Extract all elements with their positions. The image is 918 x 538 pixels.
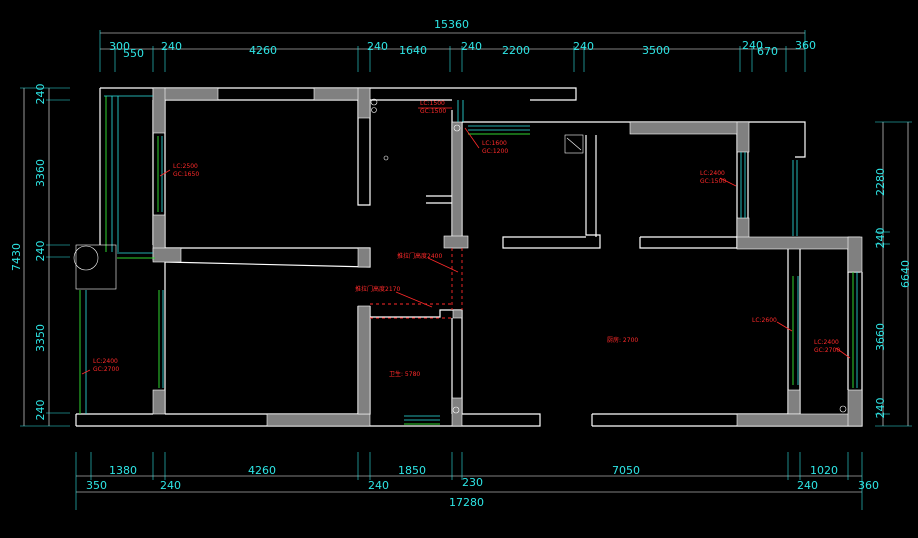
left-dim-3: 240 xyxy=(34,241,47,262)
top-dim-12: 670 xyxy=(757,45,778,58)
bottom-dim-11: 360 xyxy=(858,479,879,492)
door-dashes xyxy=(81,107,851,375)
window-label-2: LC:1500 xyxy=(420,100,445,107)
bottom-dim-6: 350 xyxy=(86,479,107,492)
right-dimension-chain: 2280 240 3660 240 6640 xyxy=(874,121,912,427)
right-dim-2: 240 xyxy=(874,228,887,249)
bottom-dim-3: 1850 xyxy=(398,464,426,477)
door-label-1: 推拉门高度2400 xyxy=(397,252,442,260)
top-dim-2: 550 xyxy=(123,47,144,60)
window-label-6: LC:2400 xyxy=(814,339,839,346)
fixtures xyxy=(370,98,847,414)
window-label-3: LC:1600 xyxy=(482,140,507,147)
top-dimension-chain: 15360 300 550 240 4260 240 1640 240 2200… xyxy=(99,18,816,72)
bottom-dim-2: 4260 xyxy=(248,464,276,477)
window-label-4b: GC:1500 xyxy=(700,178,726,185)
window-label-4: LC:2400 xyxy=(700,170,725,177)
bottom-dim-4: 7050 xyxy=(612,464,640,477)
left-dimension-chain: 240 3360 240 3350 240 7430 xyxy=(10,84,70,427)
top-dim-13: 360 xyxy=(795,39,816,52)
window-label-1b: GC:1650 xyxy=(173,171,199,178)
columns xyxy=(152,87,863,427)
top-dim-10: 3500 xyxy=(642,44,670,57)
left-dim-1: 240 xyxy=(34,84,47,105)
door-label-2: 推拉门高度2170 xyxy=(355,285,400,293)
top-dim-11: 240 xyxy=(742,39,763,52)
top-dim-5: 240 xyxy=(367,40,388,53)
top-total-dim: 15360 xyxy=(434,18,469,31)
window-label-3b: GC:1200 xyxy=(482,148,508,155)
bottom-dim-10: 240 xyxy=(797,479,818,492)
window-label-5: LC:2400 xyxy=(93,358,118,365)
bottom-dim-8: 240 xyxy=(368,479,389,492)
window-label-7: LC:2600 xyxy=(752,317,777,324)
left-dim-5: 240 xyxy=(34,400,47,421)
right-total-dim: 6640 xyxy=(899,260,912,288)
bottom-dim-9: 230 xyxy=(462,476,483,489)
hall-label: 厨房: 2700 xyxy=(607,336,638,344)
right-dim-3: 3660 xyxy=(874,323,887,351)
left-dim-4: 3350 xyxy=(34,324,47,352)
annotations: LC:2500 GC:1650 LC:1500 GC:1500 LC:1600 … xyxy=(93,100,840,378)
windows xyxy=(73,95,858,425)
right-dim-4: 240 xyxy=(874,398,887,419)
left-dim-2: 3360 xyxy=(34,159,47,187)
bottom-dimension-chain: 1380 4260 1850 7050 1020 350 240 240 230… xyxy=(75,452,879,510)
bottom-dim-5: 1020 xyxy=(810,464,838,477)
left-total-dim: 7430 xyxy=(10,243,23,271)
bottom-dim-1: 1380 xyxy=(109,464,137,477)
bottom-dim-7: 240 xyxy=(160,479,181,492)
window-label-1: LC:2500 xyxy=(173,163,198,170)
top-dim-7: 240 xyxy=(461,40,482,53)
window-label-2b: GC:1500 xyxy=(420,108,446,115)
top-dim-1: 300 xyxy=(109,40,130,53)
top-dim-4: 4260 xyxy=(249,44,277,57)
room-label: 卫生: 5780 xyxy=(389,370,420,378)
top-dim-9: 240 xyxy=(573,40,594,53)
bottom-total-dim: 17280 xyxy=(449,496,484,509)
window-label-6b: GC:2700 xyxy=(814,347,840,354)
top-dim-3: 240 xyxy=(161,40,182,53)
right-dim-1: 2280 xyxy=(874,168,887,196)
top-dim-8: 2200 xyxy=(502,44,530,57)
window-label-5b: GC:2700 xyxy=(93,366,119,373)
top-dim-6: 1640 xyxy=(399,44,427,57)
